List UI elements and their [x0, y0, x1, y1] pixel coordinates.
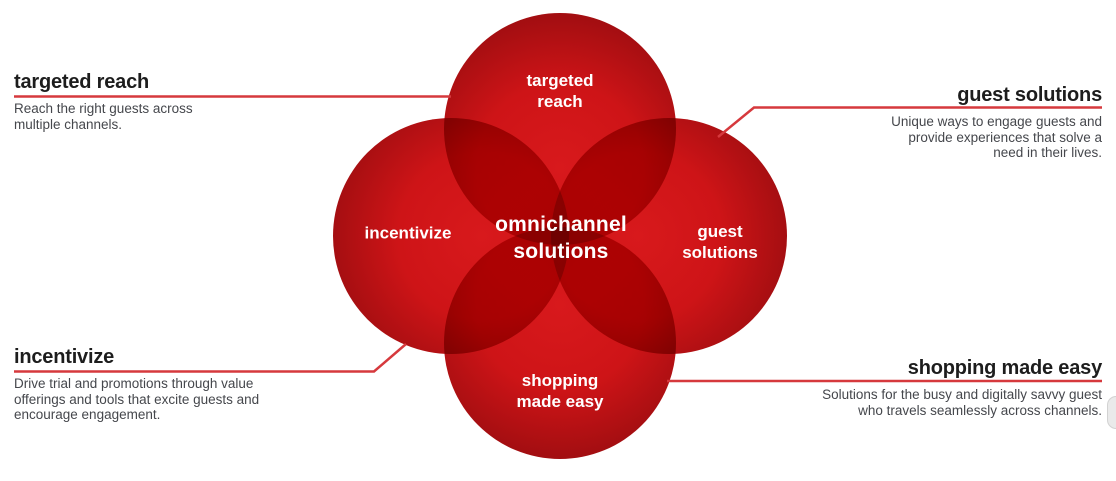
annotation-heading: incentivize — [14, 346, 115, 368]
body-line: Unique ways to engage guests and — [891, 114, 1102, 129]
annotation-heading: shopping made easy — [907, 357, 1102, 379]
body-line: encourage engagement. — [14, 407, 161, 422]
annotation-body: Reach the right guests across multiple c… — [14, 101, 314, 132]
body-line: Solutions for the busy and digitally sav… — [822, 387, 1102, 402]
annotation-targeted-reach: targeted reach Reach the right guests ac… — [14, 70, 314, 132]
body-line: who travels seamlessly across channels. — [858, 402, 1102, 418]
annotation-body: Solutions for the busy and digitally sav… — [742, 387, 1102, 418]
circle-label-shopping-made-easy: shopping made easy — [517, 370, 604, 412]
label-line: omnichannel — [495, 213, 627, 236]
annotation-incentivize: incentivize Drive trial and promotions t… — [14, 345, 334, 423]
annotation-body: Unique ways to engage guests and provide… — [782, 114, 1102, 161]
body-line: Drive trial and promotions through value — [14, 376, 254, 391]
annotation-shopping-made-easy: shopping made easy Solutions for the bus… — [742, 356, 1102, 418]
label-line: solutions — [682, 243, 758, 262]
annotation-guest-solutions: guest solutions Unique ways to engage gu… — [782, 83, 1102, 161]
label-line: shopping — [521, 371, 599, 390]
label-line: incentivize — [364, 223, 452, 243]
body-line: need in their lives. — [993, 145, 1102, 160]
circle-shopping-made-easy — [444, 227, 676, 459]
label-line: solutions — [513, 240, 609, 263]
center-label-omnichannel-solutions: omnichannel solutions — [495, 211, 627, 265]
edge-button-artifact[interactable] — [1107, 396, 1116, 429]
circle-label-incentivize: incentivize — [365, 223, 452, 244]
label-line: made easy — [516, 392, 604, 411]
body-line: offerings and tools that excite guests a… — [14, 391, 260, 407]
label-line: reach — [537, 92, 583, 111]
body-line: multiple channels. — [14, 116, 123, 132]
annotation-heading: targeted reach — [14, 71, 150, 93]
annotation-body: Drive trial and promotions through value… — [14, 376, 334, 423]
connector-line-incentivize — [14, 343, 407, 373]
circle-label-targeted-reach: targeted reach — [526, 70, 593, 112]
body-line: Reach the right guests across — [14, 101, 193, 116]
annotation-heading: guest solutions — [957, 84, 1102, 106]
connector-line-guest-solutions — [717, 106, 1102, 138]
label-line: guest — [697, 222, 743, 241]
label-line: targeted — [526, 71, 594, 90]
circle-label-guest-solutions: guest solutions — [682, 221, 758, 263]
body-line: provide experiences that solve a — [908, 129, 1102, 145]
